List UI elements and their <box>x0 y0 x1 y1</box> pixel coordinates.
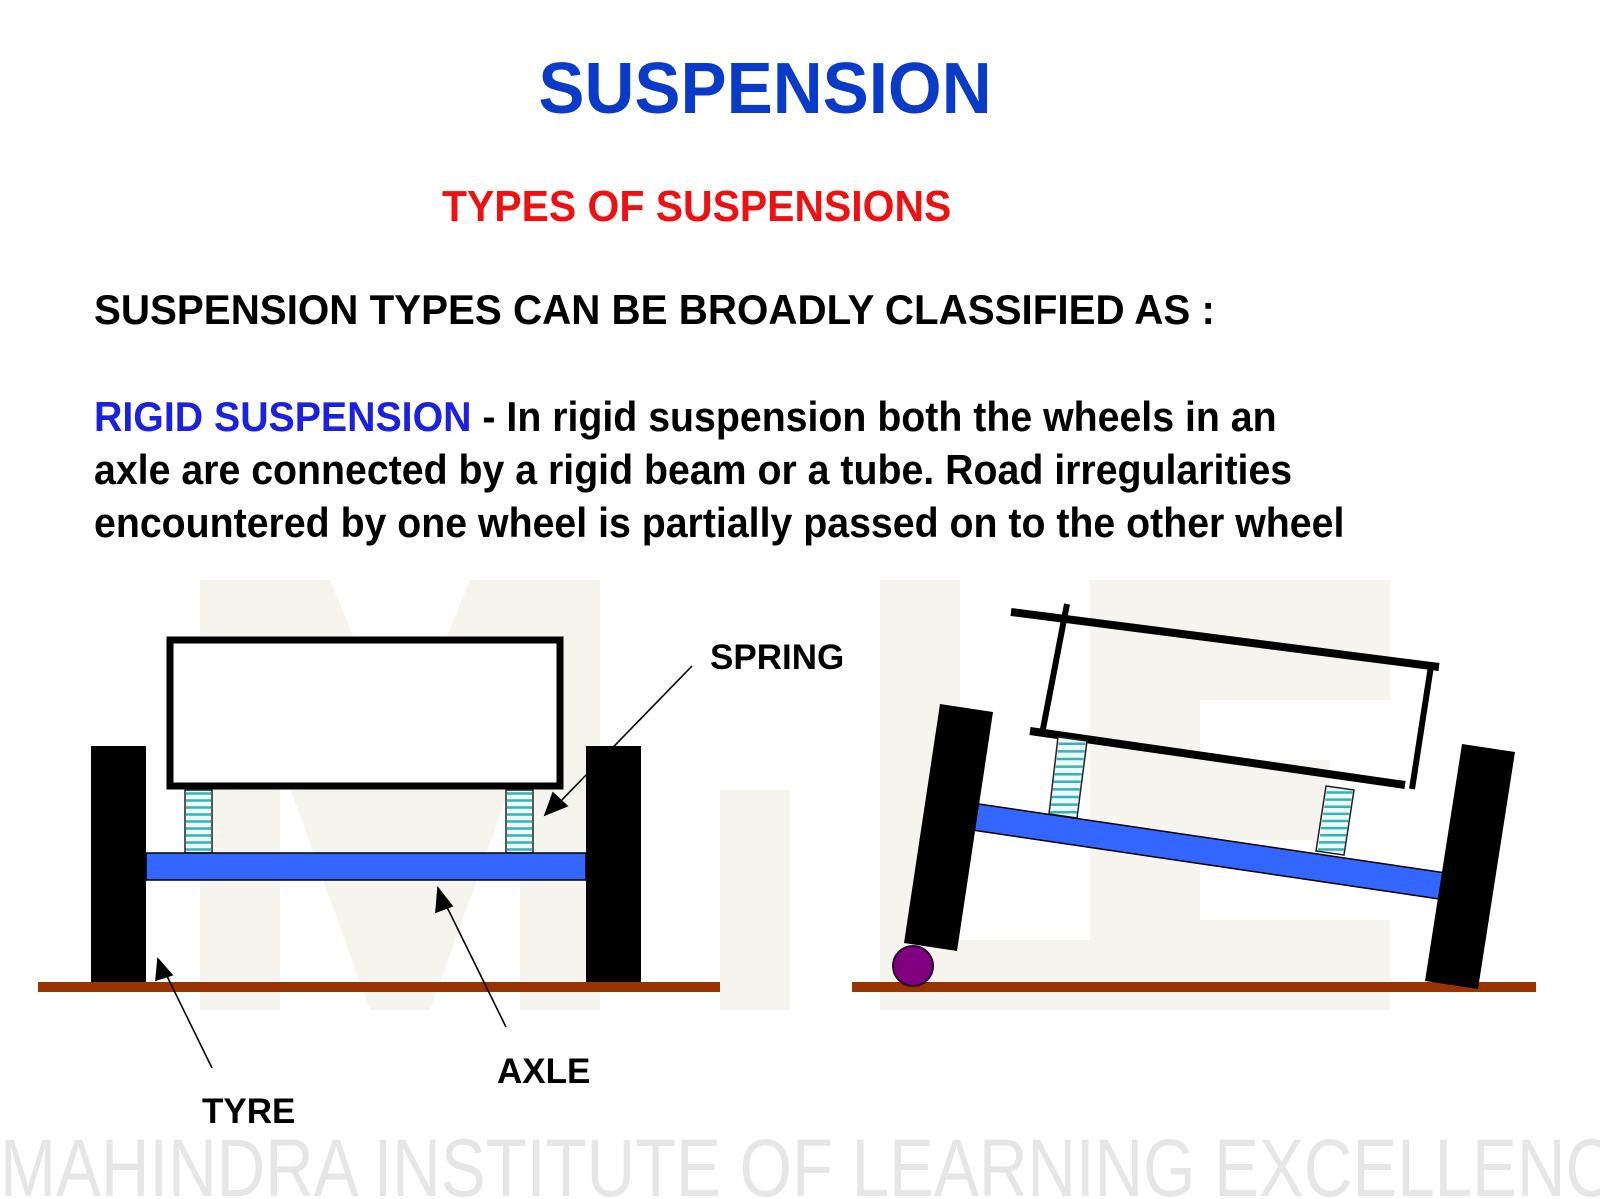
spring-label: SPRING <box>710 638 845 677</box>
tyre-left-2 <box>586 746 641 982</box>
classification-lead: SUSPENSION TYPES CAN BE BROADLY CLASSIFI… <box>94 286 1215 333</box>
tyre-right-2 <box>1425 744 1515 989</box>
axle-label: AXLE <box>497 1052 591 1091</box>
tyre-leader-arrow <box>155 957 213 1069</box>
tyre-left-1 <box>91 746 146 982</box>
right-view <box>852 603 1536 992</box>
road-bump-icon <box>892 945 934 987</box>
left-view <box>38 636 720 1069</box>
watermark-letter-i <box>720 790 790 1010</box>
rigid-suspension-term: RIGID SUSPENSION <box>94 393 472 440</box>
spring-leader-arrow <box>543 665 693 817</box>
description-line-1: RIGID SUSPENSION - In rigid suspension b… <box>94 390 1497 443</box>
road-left <box>38 982 720 992</box>
body-right <box>1010 603 1440 790</box>
description-line-3: encountered by one wheel is partially pa… <box>94 499 1345 546</box>
footer-watermark: MAHINDRA INSTITUTE OF LEARNING EXCELLENC… <box>0 1123 1600 1199</box>
spring-left-1 <box>184 789 213 854</box>
axle-left <box>145 852 587 881</box>
axle-leader-arrow <box>435 885 507 1028</box>
body-left <box>166 636 564 790</box>
tyre-label: TYRE <box>202 1092 296 1131</box>
description-line-1-rest: - In rigid suspension both the wheels in… <box>471 393 1277 440</box>
tyre-right-1 <box>904 704 993 951</box>
road-right <box>852 982 1536 992</box>
description-line-2: axle are connected by a rigid beam or a … <box>94 446 1293 493</box>
rigid-suspension-description: RIGID SUSPENSION - In rigid suspension b… <box>94 390 1497 549</box>
spring-left-2 <box>505 789 534 854</box>
spring-right-1 <box>1048 736 1088 819</box>
page-title: SUSPENSION <box>538 49 992 129</box>
watermark-letter-e <box>1090 580 1390 1010</box>
spring-right-2 <box>1315 785 1355 856</box>
section-subtitle: TYPES OF SUSPENSIONS <box>442 182 952 231</box>
